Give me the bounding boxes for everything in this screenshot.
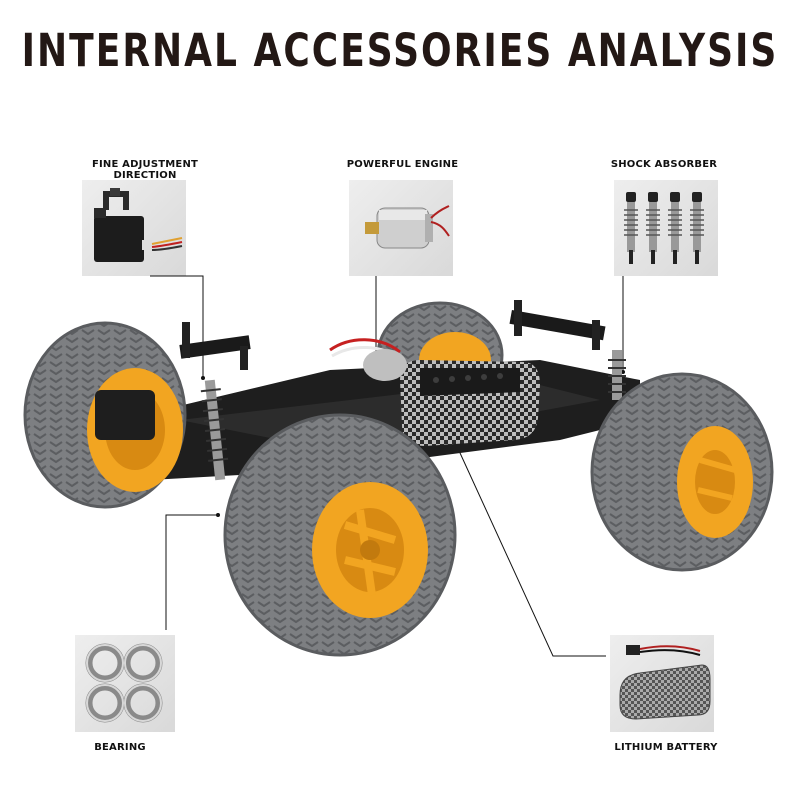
wheel-front-left bbox=[23, 321, 187, 509]
line-battery bbox=[454, 441, 606, 657]
steering-servo-thumbnail bbox=[82, 180, 186, 276]
battery-body bbox=[329, 338, 540, 446]
label-battery: LITHIUM BATTERY bbox=[614, 742, 718, 753]
label-steering: FINE ADJUSTMENT DIRECTION bbox=[91, 159, 199, 181]
bearing-icon bbox=[85, 643, 163, 723]
motor-icon bbox=[365, 205, 450, 249]
shock-thumbnail bbox=[614, 180, 718, 276]
label-engine: POWERFUL ENGINE bbox=[346, 159, 459, 170]
front-shocks bbox=[200, 350, 626, 481]
servo-icon bbox=[94, 188, 183, 262]
wheel-front-right bbox=[223, 413, 457, 657]
line-bearing bbox=[165, 514, 218, 630]
label-bearing: BEARING bbox=[94, 742, 146, 753]
shock-absorber-icon bbox=[624, 192, 704, 264]
bearing-thumbnail bbox=[75, 635, 175, 732]
wheel-rear-right bbox=[590, 372, 774, 572]
label-shock: SHOCK ABSORBER bbox=[610, 159, 718, 170]
engine-thumbnail bbox=[349, 180, 453, 276]
page-title: INTERNAL ACCESSORIES ANALYSIS bbox=[21, 26, 779, 78]
battery-pack-icon bbox=[619, 645, 711, 720]
battery-thumbnail bbox=[610, 635, 714, 732]
